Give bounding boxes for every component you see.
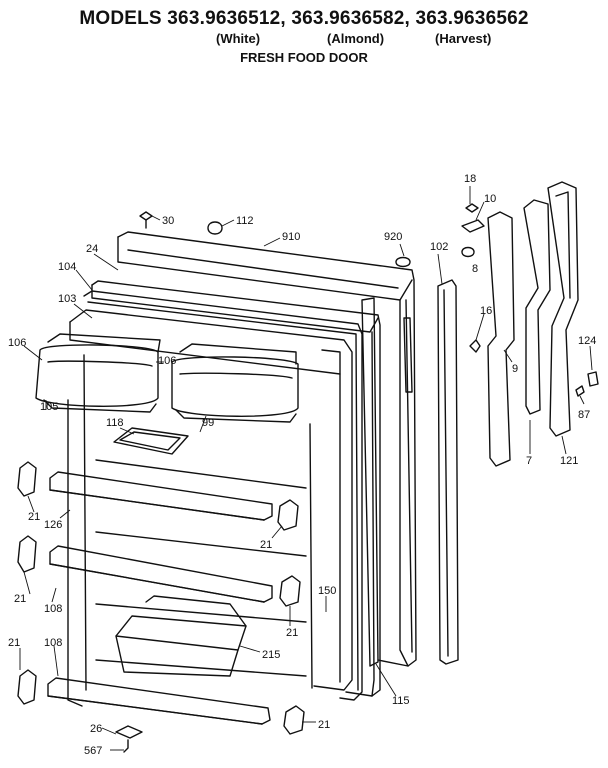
callout-910: 910 <box>282 231 300 243</box>
section-title: FRESH FOOD DOOR <box>240 50 368 65</box>
callout-115: 115 <box>392 695 410 707</box>
utility-tray <box>113 427 189 455</box>
handle-121 <box>547 181 579 437</box>
model-color-almond: (Almond) <box>327 31 385 46</box>
callout-567: 567 <box>84 745 102 757</box>
callout-10: 10 <box>484 193 496 205</box>
callout-108-a: 108 <box>44 603 62 615</box>
callout-18: 18 <box>464 173 476 185</box>
leader-lines <box>19 186 593 751</box>
diagram-title: MODELS 363.9636512, 363.9636582, 363.963… <box>79 8 529 29</box>
callout-87: 87 <box>578 409 590 421</box>
callout-106-right: 106 <box>158 355 176 367</box>
screw-18 <box>465 203 479 213</box>
callout-21-a: 21 <box>28 511 40 523</box>
callout-24: 24 <box>86 243 98 255</box>
callout-920: 920 <box>384 231 402 243</box>
clip-124 <box>587 371 599 387</box>
part-8 <box>461 246 475 258</box>
dairy-bin-left <box>35 333 161 413</box>
inner-liner-frame <box>67 309 353 707</box>
handle-mount-9 <box>487 211 515 467</box>
callout-102: 102 <box>430 241 448 253</box>
callout-112: 112 <box>236 215 254 227</box>
door-shelf-middle <box>49 545 273 603</box>
callout-150: 150 <box>318 585 336 597</box>
callout-labels: 18 10 30 112 910 920 102 24 8 104 103 16… <box>8 173 596 757</box>
screw-30 <box>139 211 153 229</box>
callout-21-f: 21 <box>318 719 330 731</box>
door-stop-26 <box>115 725 143 753</box>
callout-106-left: 106 <box>8 337 26 349</box>
callout-124: 124 <box>578 335 596 347</box>
callout-30: 30 <box>162 215 174 227</box>
callout-9: 9 <box>512 363 518 375</box>
trim-strip-115 <box>361 297 379 667</box>
screw-16 <box>469 339 481 353</box>
callout-21-e: 21 <box>8 637 20 649</box>
dairy-bin-right <box>171 343 299 423</box>
model-color-white: (White) <box>216 31 261 46</box>
callout-103: 103 <box>58 293 76 305</box>
callout-121: 121 <box>560 455 578 467</box>
door-bin-215 <box>115 595 247 677</box>
callout-104: 104 <box>58 261 76 273</box>
door-gasket <box>83 290 363 701</box>
callout-21-c: 21 <box>14 593 26 605</box>
door-shelf-bottom <box>47 677 271 725</box>
door-liner <box>91 280 381 697</box>
callout-126: 126 <box>44 519 62 531</box>
callout-21-b: 21 <box>260 539 272 551</box>
callout-118: 118 <box>106 417 124 429</box>
model-color-harvest: (Harvest) <box>435 31 492 46</box>
bracket-10 <box>461 219 485 233</box>
callout-26: 26 <box>90 723 102 735</box>
outer-door-panel <box>117 231 417 667</box>
callout-16: 16 <box>480 305 492 317</box>
plug-112 <box>207 221 223 235</box>
callout-105: 105 <box>40 401 58 413</box>
breaker-strip-102 <box>437 279 459 665</box>
shelf-end-caps <box>17 461 305 735</box>
callout-108-b: 108 <box>44 637 62 649</box>
callout-8: 8 <box>472 263 478 275</box>
callout-215: 215 <box>262 649 280 661</box>
hinge-cover-920 <box>395 256 411 268</box>
callout-21-d: 21 <box>286 627 298 639</box>
handle-7 <box>523 199 551 415</box>
screw-87 <box>575 385 585 397</box>
door-shelf-top <box>49 471 273 521</box>
callout-7: 7 <box>526 455 532 467</box>
callout-99: 99 <box>202 417 214 429</box>
